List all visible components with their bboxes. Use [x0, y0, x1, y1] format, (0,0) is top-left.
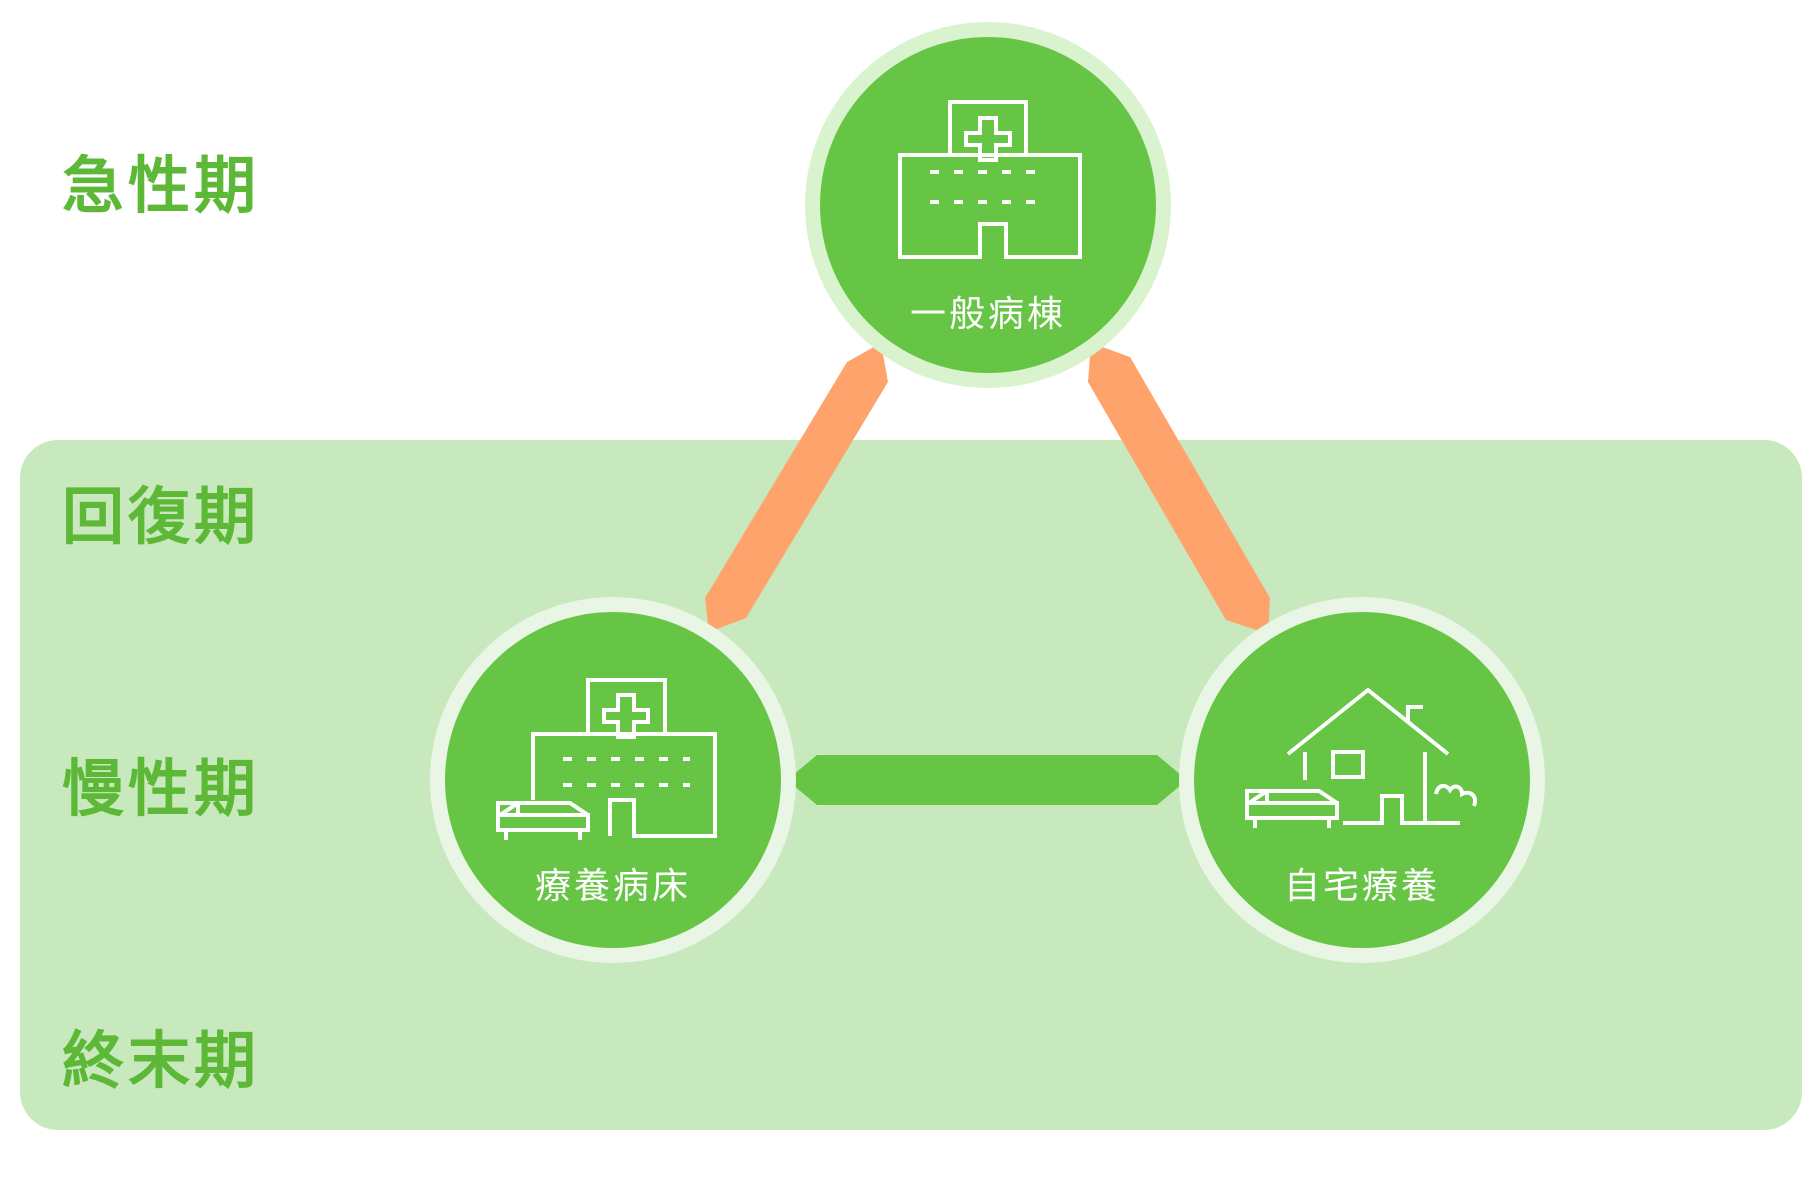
arrow-long-term-care-to-home-care	[787, 755, 1187, 805]
arrow-general-ward-to-home-care	[1088, 343, 1270, 634]
node-label-home-care: 自宅療養	[1284, 866, 1440, 907]
hospital-with-bed-icon	[496, 678, 717, 840]
phase-label-recovery: 回復期	[62, 480, 260, 553]
house-with-bed-icon	[1245, 687, 1477, 828]
phase-label-terminal: 終末期	[62, 1024, 260, 1097]
node-general-ward: 一般病棟	[805, 22, 1171, 388]
node-label-long-term-care-beds: 療養病床	[535, 866, 691, 907]
bed-icon	[1245, 789, 1339, 828]
phase-label-acute: 急性期	[62, 149, 260, 222]
node-long-term-care-beds: 療養病床	[430, 597, 796, 963]
node-label-general-ward: 一般病棟	[910, 294, 1066, 335]
node-home-care: 自宅療養	[1179, 597, 1545, 963]
arrow-general-ward-to-long-term-care	[705, 343, 888, 632]
bed-icon	[496, 801, 590, 840]
hospital-icon	[898, 100, 1082, 259]
phase-label-chronic: 慢性期	[62, 752, 260, 825]
